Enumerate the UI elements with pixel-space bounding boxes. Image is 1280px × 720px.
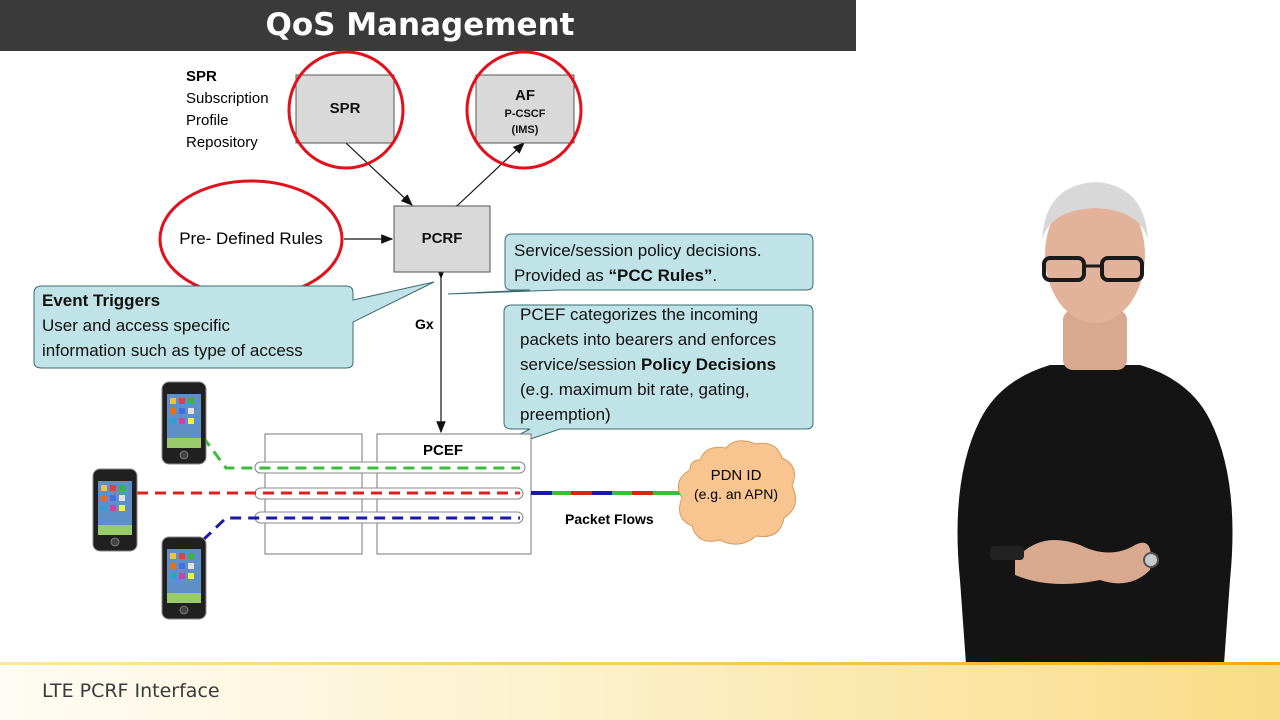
callout-events-line-1: User and access specific [42,316,231,335]
spr-highlight-ring [287,50,405,170]
callout-pcef-line-3: service/session Policy Decisions [520,352,776,377]
callout-pcef-line-3-bold: Policy Decisions [640,355,777,374]
phone-icon-bottom [161,536,207,620]
af-highlight-ring [465,50,583,170]
callout-events-heading: Event Triggers [42,291,161,310]
title-bar [0,0,856,51]
af-box-label: AF [515,87,535,104]
phone-icon-middle [92,468,138,552]
callout-events-shape [33,281,435,369]
footer-band [0,662,1280,720]
gx-label: Gx [415,316,434,332]
phone-icon-top [161,381,207,465]
callout-service-line-2-suffix: . [712,266,718,285]
callout-service-line-2-bold: “PCC Rules” [608,266,713,285]
callout-pcef-line-3-prefix: service/session [520,355,641,374]
pdn-cloud-line-1: PDN ID [710,467,762,484]
spr-to-pcrf-arrow [345,142,413,206]
callout-service-line-2-prefix: Provided as [514,266,609,285]
rules-ellipse-label: Pre- Defined Rules [179,229,323,248]
footer-course-title: LTE PCRF Interface [42,680,220,702]
spr-legend: SPR Subscription Profile Repository [186,66,286,154]
footer-accent-line [0,662,1280,665]
flow-blue [201,516,520,542]
spr-legend-heading: SPR [186,68,217,85]
packet-flows-label: Packet Flows [565,511,654,527]
af-pcrf-arrow [446,142,525,216]
pcef-label: PCEF [422,442,463,459]
af-box-sub-2: (IMS) [511,124,539,136]
callout-service-text: Service/session policy decisions. Provid… [514,238,762,288]
af-box-sub-1: P-CSCF [504,108,546,120]
callout-pcef-text: PCEF categorizes the incoming packets in… [520,302,776,427]
callout-service-line-2: Provided as “PCC Rules”. [514,263,762,288]
callout-pcef-line-4: (e.g. maximum bit rate, gating, [520,380,750,399]
spr-box-label: SPR [329,100,361,117]
callout-pcef-line-2: packets into bearers and enforces [520,330,777,349]
callout-pcef-line-1: PCEF categorizes the incoming [520,305,759,324]
presenter-figure [957,182,1233,720]
spr-legend-line-3: Repository [186,134,258,151]
spr-box [295,74,395,144]
pcrf-box-label: PCRF [421,230,463,247]
pdn-cloud-line-2: (e.g. an APN) [693,486,779,502]
spr-legend-line-1: Subscription [186,90,269,107]
callout-events-text: Event Triggers User and access specific … [42,288,303,363]
pdn-cloud-shape [677,440,797,545]
flow-green [201,436,520,470]
slide-title: QoS Management [265,7,575,43]
af-box [475,74,575,144]
spr-legend-line-2: Profile [186,112,229,129]
callout-service-line-1: Service/session policy decisions. [514,241,762,260]
callout-pcef-line-5: preemption) [520,405,611,424]
callout-events-line-2: information such as type of access [42,341,303,360]
pcrf-box [393,205,491,273]
callout-service-shape [447,233,814,295]
